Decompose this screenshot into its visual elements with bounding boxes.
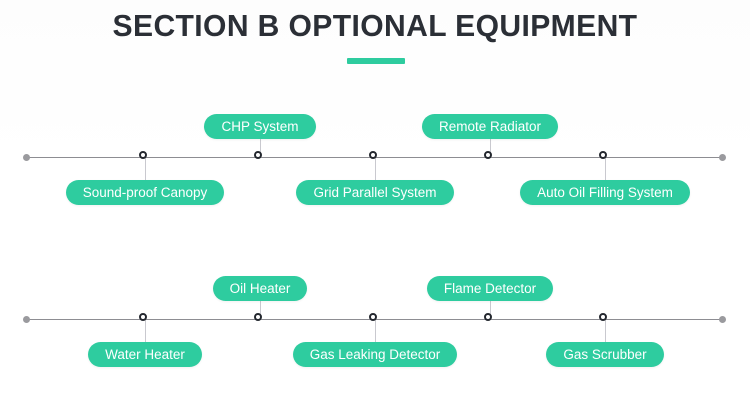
node-connector-line — [144, 157, 146, 180]
node-connector-line — [604, 319, 606, 342]
node-marker-icon — [369, 313, 377, 321]
node-marker-icon — [139, 151, 147, 159]
equipment-label-pill[interactable]: Gas Leaking Detector — [292, 342, 458, 367]
node-marker-icon — [139, 313, 147, 321]
equipment-label-pill[interactable]: Oil Heater — [212, 276, 308, 301]
equipment-label-pill[interactable]: Gas Scrubber — [546, 342, 664, 367]
node-marker-icon — [254, 313, 262, 321]
node-connector-line — [259, 135, 261, 157]
equipment-label-pill[interactable]: CHP System — [204, 114, 316, 139]
equipment-label-pill[interactable]: Water Heater — [88, 342, 202, 367]
node-connector-line — [374, 319, 376, 342]
title-underline-accent — [347, 58, 405, 64]
equipment-label-pill[interactable]: Sound-proof Canopy — [65, 180, 225, 205]
equipment-label-pill[interactable]: Auto Oil Filling System — [520, 180, 690, 205]
node-marker-icon — [369, 151, 377, 159]
node-connector-line — [374, 157, 376, 180]
page-title: SECTION B OPTIONAL EQUIPMENT — [112, 8, 638, 43]
node-marker-icon — [484, 313, 492, 321]
node-marker-icon — [599, 313, 607, 321]
node-marker-icon — [599, 151, 607, 159]
node-marker-icon — [254, 151, 262, 159]
timeline-axis-end-dot — [719, 154, 726, 161]
timeline-axis-end-dot — [719, 316, 726, 323]
timeline-axis-start-dot — [23, 154, 30, 161]
node-connector-line — [489, 135, 491, 157]
node-connector-line — [259, 297, 261, 319]
timeline-axis-start-dot — [23, 316, 30, 323]
node-marker-icon — [484, 151, 492, 159]
equipment-label-pill[interactable]: Flame Detector — [426, 276, 554, 301]
node-connector-line — [489, 297, 491, 319]
equipment-label-pill[interactable]: Remote Radiator — [421, 114, 559, 139]
node-connector-line — [144, 319, 146, 342]
node-connector-line — [604, 157, 606, 180]
equipment-label-pill[interactable]: Grid Parallel System — [296, 180, 454, 205]
header: SECTION B OPTIONAL EQUIPMENT — [0, 0, 750, 92]
